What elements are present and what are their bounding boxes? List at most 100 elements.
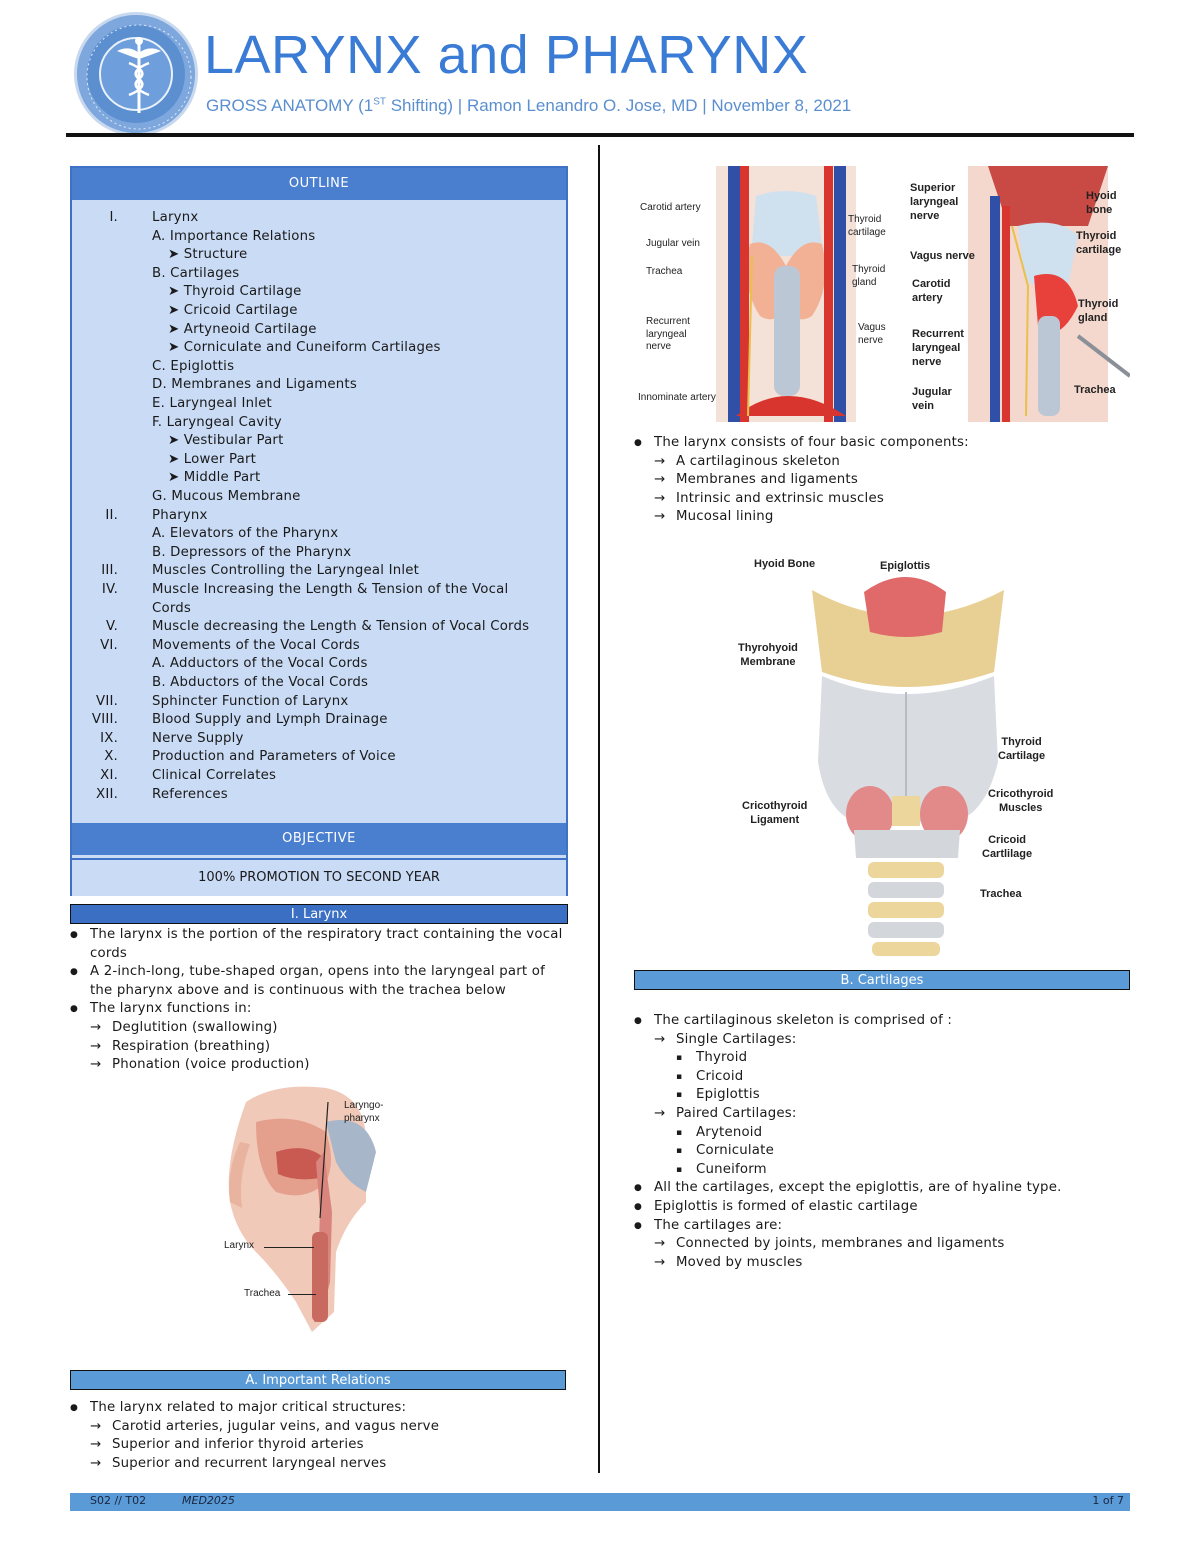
outline-item-number: IV. [101, 582, 118, 597]
outline-item-label: Sphincter Function of Larynx [152, 693, 349, 709]
figure-label: Thyrohyoid Membrane [738, 642, 798, 668]
list-item: →Single Cartilages: [654, 1031, 797, 1047]
figure-label: Recurrent laryngeal nerve [646, 316, 690, 352]
list-item: →Phonation (voice production) [90, 1057, 310, 1073]
outline-item-label: G. Mucous Membrane [152, 489, 301, 504]
list-item: Arytenoid [634, 1124, 1130, 1143]
list-item: →A cartilaginous skeleton [654, 453, 841, 469]
document-subtitle: GROSS ANATOMY (1ST Shifting) | Ramon Len… [206, 96, 852, 115]
list-item: The larynx functions in: [70, 1000, 570, 1019]
page-number: 1 of 7 [1092, 1494, 1124, 1507]
list-item: Epiglottis [634, 1086, 1130, 1105]
list-item: →Deglutition (swallowing) [90, 1019, 278, 1035]
figure-label: Thyroid Cartilage [998, 736, 1046, 762]
list-item: →Membranes and ligaments [654, 472, 858, 488]
outline-item-label: B. Depressors of the Pharynx [152, 544, 352, 560]
figure-label: Cricothyroid Muscles [988, 788, 1054, 814]
outline-item-label: ➤ Artyneoid Cartilage [168, 321, 317, 337]
figure-label: Trachea [646, 266, 683, 277]
leader-line [288, 1294, 316, 1295]
outline-item-label: B. Abductors of the Vocal Cords [152, 675, 369, 690]
outline-item-number: VI. [100, 637, 118, 653]
outline-item-label: Muscles Controlling the Laryngeal Inlet [152, 563, 420, 579]
list-item: →Carotid arteries, jugular veins, and va… [90, 1418, 440, 1434]
figure-label: Innominate artery [638, 392, 716, 403]
footer-course-code: S02 // T02 [90, 1494, 147, 1507]
objective-heading: OBJECTIVE [72, 823, 566, 855]
list-item: A 2-inch-long, tube-shaped organ, opens … [70, 963, 570, 1000]
figure-label: Trachea [244, 1288, 281, 1299]
outline-item-label: ➤ Thyroid Cartilage [168, 284, 302, 300]
list-item: →Intrinsic and extrinsic muscles [654, 490, 884, 506]
outline-item-number: II. [105, 507, 118, 523]
outline-item-label: B. Cartilages [152, 265, 240, 281]
list-item: All the cartilages, except the epiglotti… [634, 1179, 1130, 1198]
outline-item-label: ➤ Corniculate and Cuneiform Cartilages [168, 340, 441, 356]
list-item: Cricoid [634, 1068, 1130, 1087]
caduceus-seal-icon [74, 12, 198, 136]
outline-item-label: Clinical Correlates [152, 768, 277, 783]
figure-label: Cricothyroid Ligament [742, 800, 808, 826]
figure-label: Laryngo- pharynx [344, 1100, 384, 1124]
list-item: Thyroid [634, 1049, 1130, 1068]
list-item: The larynx is the portion of the respira… [70, 926, 570, 963]
outline-item-number: X. [104, 749, 118, 765]
list-item: Cuneiform [634, 1161, 1130, 1180]
figure-label: Vagus nerve [910, 250, 975, 262]
figure-label: Hyoid bone [1086, 190, 1117, 216]
outline-item-label: ➤ Structure [168, 247, 248, 263]
neck-anterior-figure: Carotid artery Jugular vein Trachea Recu… [636, 166, 896, 422]
list-item: →Superior and recurrent laryngeal nerves [90, 1455, 387, 1471]
outline-item-label: A. Elevators of the Pharynx [152, 526, 339, 542]
figure-label: Vagus nerve [858, 322, 886, 346]
figure-label: Jugular vein [912, 386, 952, 412]
figure-label: Trachea [1074, 384, 1116, 396]
outline-item-label: F. Laryngeal Cavity [152, 414, 282, 430]
laryngeal-cartilage-figure: Hyoid Bone Epiglottis Thyrohyoid Membran… [736, 552, 1076, 960]
figure-label: Thyroid gland [1078, 298, 1119, 324]
figure-label: Hyoid Bone [754, 558, 816, 570]
list-item: The cartilages are: [634, 1217, 1130, 1236]
section-heading-relations: A. Important Relations [70, 1370, 566, 1390]
outline-item-label: Larynx [152, 210, 199, 225]
sagittal-head-figure: Laryngo- pharynx Larynx Trachea [216, 1082, 416, 1344]
outline-item-label: ➤ Vestibular Part [168, 433, 284, 449]
figure-label: Thyroid cartilage [848, 214, 886, 238]
figure-label: Cricoid Cartlilage [982, 834, 1033, 860]
outline-item-number: VIII. [91, 712, 118, 728]
footer-batch: MED2025 [182, 1494, 235, 1507]
outline-item-number: I. [109, 210, 118, 225]
outline-item-label: E. Laryngeal Inlet [152, 396, 272, 411]
figure-label: Epiglottis [880, 560, 931, 572]
figure-label: Larynx [224, 1240, 255, 1251]
outline-item-number: XII. [96, 786, 118, 802]
outline-item-number: IX. [100, 730, 118, 746]
outline-item-number: V. [105, 619, 118, 635]
outline-item-label: Muscle decreasing the Length & Tension o… [152, 619, 530, 635]
larynx-intro: The larynx is the portion of the respira… [70, 926, 570, 1075]
column-divider [598, 145, 600, 1473]
outline-heading: OUTLINE [72, 168, 566, 200]
list-item: The cartilaginous skeleton is comprised … [634, 1012, 1130, 1031]
objective-text: 100% PROMOTION TO SECOND YEAR [72, 858, 566, 896]
list-item: →Paired Cartilages: [654, 1105, 797, 1121]
components-list: The larynx consists of four basic compon… [634, 434, 1130, 527]
outline-item-label: Production and Parameters of Voice [152, 749, 396, 765]
relations-list: The larynx related to major critical str… [70, 1399, 570, 1473]
list-item: →Mucosal lining [654, 509, 774, 525]
outline-item-label: D. Membranes and Ligaments [152, 377, 357, 393]
outline-item-label: References [152, 786, 228, 802]
list-item: Epiglottis is formed of elastic cartilag… [634, 1198, 1130, 1217]
cartilages-list: The cartilaginous skeleton is comprised … [634, 1012, 1130, 1272]
list-item: The larynx related to major critical str… [70, 1399, 570, 1418]
section-heading-larynx: I. Larynx [70, 904, 568, 924]
outline-item-label: Nerve Supply [152, 730, 244, 746]
list-item: →Moved by muscles [654, 1254, 803, 1270]
list-item: →Connected by joints, membranes and liga… [654, 1236, 1005, 1252]
outline-item-label: Pharynx [152, 507, 208, 523]
figure-label: Carotid artery [640, 202, 701, 213]
outline-item-label: Blood Supply and Lymph Drainage [152, 712, 388, 728]
outline-item-label: Movements of the Vocal Cords [152, 637, 360, 653]
list-item: The larynx consists of four basic compon… [634, 434, 1130, 453]
